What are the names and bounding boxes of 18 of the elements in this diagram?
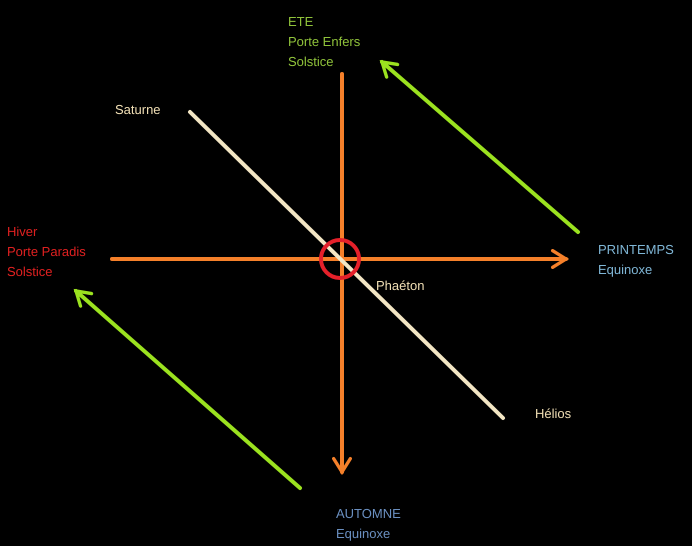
line (188, 110, 505, 420)
season-label: AUTOMNE (336, 505, 401, 523)
season-label: Equinoxe (336, 525, 390, 543)
arrow (74, 289, 302, 490)
season-label: PRINTEMPS (598, 241, 674, 259)
season-label: Hiver (7, 223, 38, 241)
arrow (332, 72, 352, 474)
season-label: Porte Paradis (7, 243, 86, 261)
season-label: ETE (288, 13, 314, 31)
arrow (110, 249, 568, 269)
planet-label: Hélios (535, 405, 572, 423)
season-label: Porte Enfers (288, 33, 360, 51)
season-label: Equinoxe (598, 261, 652, 279)
planet-label: Saturne (115, 101, 161, 119)
season-label: Solstice (7, 263, 53, 281)
season-label: Solstice (288, 53, 334, 71)
planet-label: Phaéton (376, 277, 424, 295)
arrow (380, 60, 580, 234)
